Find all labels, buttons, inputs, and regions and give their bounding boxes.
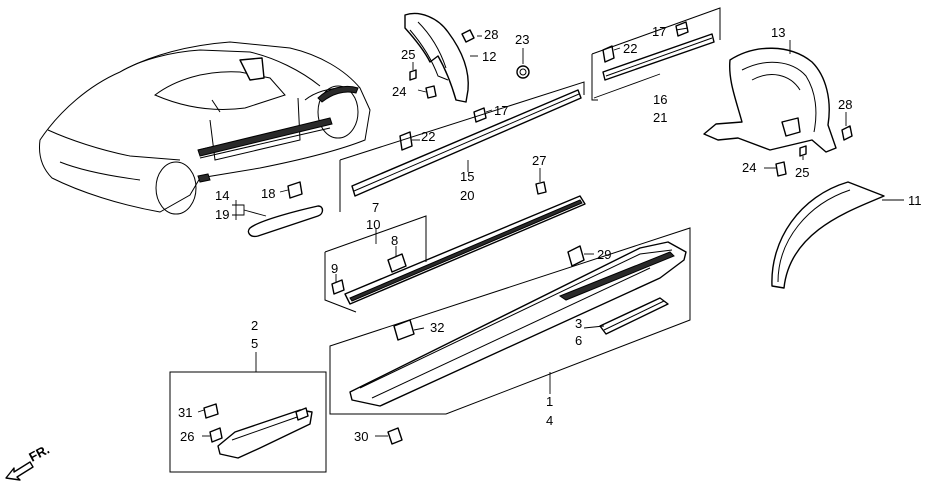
front-direction-label: FR. [26,442,52,465]
side-sill-molding-part-7-10 [344,195,586,305]
side-sill-garnish-part-1-4 [349,241,687,407]
callout-22-upper: 22 [623,41,637,56]
clip-9 [331,279,345,295]
callout-19: 19 [215,207,229,222]
callout-26: 26 [180,429,194,444]
sill-extension-part-3-6 [599,297,669,335]
wheel-arch-molding-inner-line [777,189,851,283]
car-wheel-arch-highlight [317,85,359,103]
door-molding-part-15-20 [351,89,582,197]
callout-23: 23 [515,32,529,47]
callout-29: 29 [597,247,611,262]
callout-5: 5 [251,336,258,351]
callout-22-middle: 22 [421,129,435,144]
callout-16: 16 [653,92,667,107]
callout-18: 18 [261,186,275,201]
callout-21: 21 [653,110,667,125]
callout-32: 32 [430,320,444,335]
callout-15: 15 [460,169,474,184]
screw-25-upper [409,69,417,81]
vehicle-outline [39,41,371,215]
grommet-23 [516,65,530,79]
door-molding-part-16-21 [602,33,715,81]
clip-8 [387,253,407,273]
callout-30: 30 [354,429,368,444]
clip-22-upper [602,45,615,63]
clip-22-middle [399,131,413,151]
callout-31: 31 [178,405,192,420]
clip-28-upper [461,29,475,43]
bolt-24-lower [775,161,787,177]
rear-inner-fender-part-13 [703,47,837,153]
fender-molding-part-14-19 [247,205,324,238]
wheel-arch-molding-part-11 [771,181,885,289]
callout-2: 2 [251,318,258,333]
callout-9: 9 [331,261,338,276]
callout-4: 4 [546,413,553,428]
group-brackets [169,7,904,473]
callout-10: 10 [366,217,380,232]
callout-17-upper: 17 [652,24,666,39]
screw-25-lower [799,145,807,157]
callout-labels: 28 12 25 24 23 17 22 16 21 13 28 17 22 1… [178,24,922,444]
splash-guard-part-2-5 [217,407,313,459]
callout-14: 14 [215,188,229,203]
clip-31 [203,403,219,419]
callout-27: 27 [532,153,546,168]
callout-1: 1 [546,394,553,409]
car-rear-stripe [197,173,211,183]
callout-28-upper: 28 [484,27,498,42]
callout-17-middle: 17 [494,103,508,118]
clip-32 [393,319,415,341]
clip-18 [287,181,303,199]
callout-24-upper: 24 [392,84,406,99]
leader-lines [197,27,847,437]
callout-28-lower: 28 [838,97,852,112]
clip-26 [209,427,223,443]
car-side-molding-highlight [197,117,333,157]
callout-25-upper: 25 [401,47,415,62]
callout-24-lower: 24 [742,160,756,175]
front-direction-indicator: FR. [5,442,52,481]
callout-8: 8 [391,233,398,248]
front-inner-fender-part-12 [404,12,469,103]
callout-20: 20 [460,188,474,203]
bolt-24-upper [425,85,437,99]
callout-11: 11 [908,193,922,208]
callout-25-lower: 25 [795,165,809,180]
clip-27 [535,181,547,195]
callout-3: 3 [575,316,582,331]
clip-30 [387,427,403,445]
clip-28-lower [841,125,853,141]
callout-6: 6 [575,333,582,348]
callout-13: 13 [771,25,785,40]
callout-7: 7 [372,200,379,215]
clip-29 [567,245,585,267]
front-arrow-icon [5,461,34,481]
callout-12: 12 [482,49,496,64]
